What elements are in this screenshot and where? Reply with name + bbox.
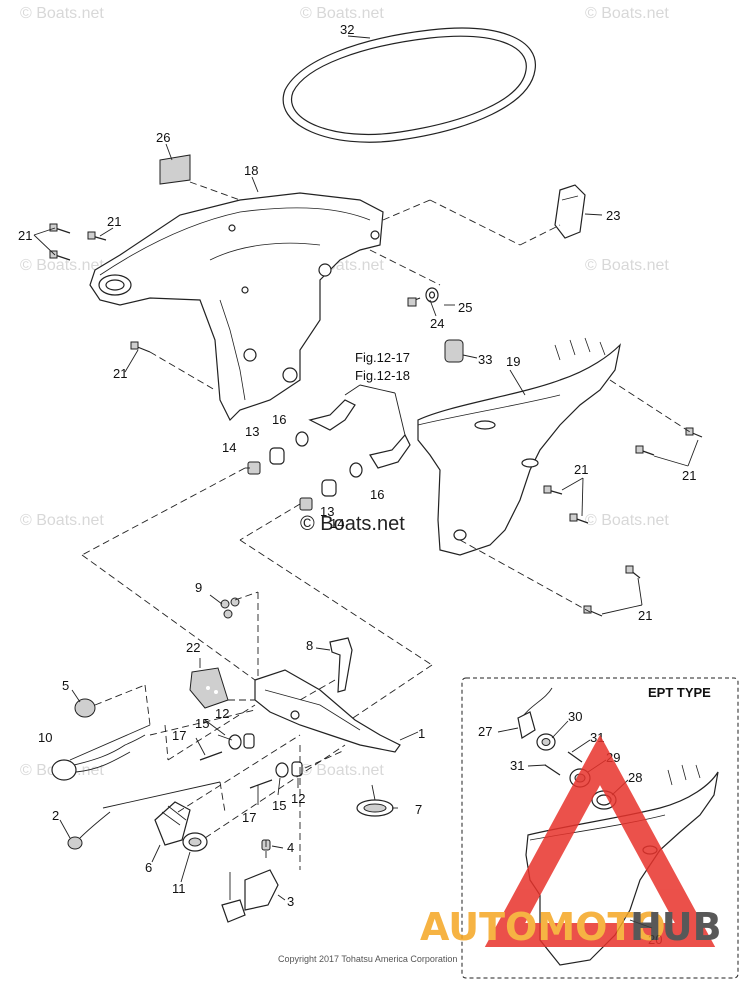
callout-17b: 17 xyxy=(242,810,256,825)
watermark: © Boats.net xyxy=(20,5,104,22)
callout-33: 33 xyxy=(478,352,492,367)
center-watermark: © Boats.net xyxy=(300,513,405,535)
figure-ref-12-17: Fig.12-17 xyxy=(355,350,410,365)
parts-13-14-16 xyxy=(247,399,411,511)
callout-13a: 13 xyxy=(245,424,259,439)
callout-13b: 13 xyxy=(320,504,334,519)
part-26-label xyxy=(159,154,191,185)
callout-22: 22 xyxy=(186,640,200,655)
callout-17a: 17 xyxy=(172,728,186,743)
logo-triangle-icon xyxy=(484,734,716,947)
part-31-screws xyxy=(544,751,583,776)
callout-25: 25 xyxy=(458,300,472,315)
part-5-plug xyxy=(74,698,96,718)
callout-28: 28 xyxy=(628,770,642,785)
part-11-grommet xyxy=(182,832,208,852)
callout-9: 9 xyxy=(195,580,202,595)
callout-6: 6 xyxy=(145,860,152,875)
callout-15a: 15 xyxy=(195,716,209,731)
part-18-upper-cover xyxy=(89,192,384,422)
callout-15b: 15 xyxy=(272,798,286,813)
callout-12b: 12 xyxy=(291,791,305,806)
logo-text-hub: HUB xyxy=(630,905,722,949)
callout-14a: 14 xyxy=(222,440,236,455)
callout-2: 2 xyxy=(52,808,59,823)
callout-16b: 16 xyxy=(370,487,384,502)
callout-8: 8 xyxy=(306,638,313,653)
part-10-harness xyxy=(51,734,146,781)
callout-4: 4 xyxy=(287,840,294,855)
part-8 xyxy=(329,637,353,693)
callout-21e: 21 xyxy=(574,462,588,477)
callout-18: 18 xyxy=(244,163,258,178)
watermark: © Boats.net xyxy=(585,5,669,22)
callout-24: 24 xyxy=(430,316,444,331)
callout-12a: 12 xyxy=(215,706,229,721)
automotohub-logo: AUTOMOTO HUB xyxy=(420,734,722,949)
leader-lines xyxy=(33,35,699,901)
watermark: © Boats.net xyxy=(300,5,384,22)
watermark: © Boats.net xyxy=(585,512,669,529)
callout-21c: 21 xyxy=(113,366,127,381)
callout-21b: 21 xyxy=(107,214,121,229)
callout-31b: 31 xyxy=(510,758,524,773)
part-23-latch xyxy=(554,184,586,239)
callout-3: 3 xyxy=(287,894,294,909)
callout-23: 23 xyxy=(606,208,620,223)
callout-19: 19 xyxy=(506,354,520,369)
screws-21 xyxy=(49,223,703,617)
callout-26: 26 xyxy=(156,130,170,145)
callout-21d: 21 xyxy=(682,468,696,483)
callout-7: 7 xyxy=(415,802,422,817)
part-6-boot xyxy=(154,801,191,846)
part-33-grommet xyxy=(444,339,464,363)
figure-ref-12-18: Fig.12-18 xyxy=(355,368,410,383)
callout-21a: 21 xyxy=(18,228,32,243)
parts-12-15-17 xyxy=(199,733,303,789)
part-30-grommet xyxy=(536,733,556,751)
ept-inset-frame xyxy=(461,677,739,979)
part-19-lower-cover xyxy=(417,337,621,556)
part-24-25-screw-washer xyxy=(407,287,439,307)
part-27-harness xyxy=(517,687,553,739)
callout-27: 27 xyxy=(478,724,492,739)
callout-10: 10 xyxy=(38,730,52,745)
part-9-screws xyxy=(220,597,240,619)
part-32-gasket xyxy=(282,27,536,143)
part-7-seal xyxy=(356,799,394,817)
watermark: © Boats.net xyxy=(585,257,669,274)
part-1-bracket xyxy=(254,669,401,753)
watermark: © Boats.net xyxy=(300,762,384,779)
callout-32: 32 xyxy=(340,22,354,37)
callout-1: 1 xyxy=(418,726,425,741)
copyright-text: Copyright 2017 Tohatsu America Corporati… xyxy=(278,954,457,964)
part-3-switch xyxy=(221,869,279,923)
watermark: © Boats.net xyxy=(20,257,104,274)
callout-14b: 14 xyxy=(330,516,344,531)
callout-30: 30 xyxy=(568,709,582,724)
callout-21f: 21 xyxy=(638,608,652,623)
callout-5: 5 xyxy=(62,678,69,693)
watermark: © Boats.net xyxy=(20,512,104,529)
callout-11: 11 xyxy=(172,881,186,896)
part-22 xyxy=(189,667,229,709)
callout-16a: 16 xyxy=(272,412,286,427)
ept-type-title: EPT TYPE xyxy=(648,685,711,700)
part-2-sensor xyxy=(67,811,111,850)
logo-text-main: AUTOMOTO xyxy=(420,905,666,949)
